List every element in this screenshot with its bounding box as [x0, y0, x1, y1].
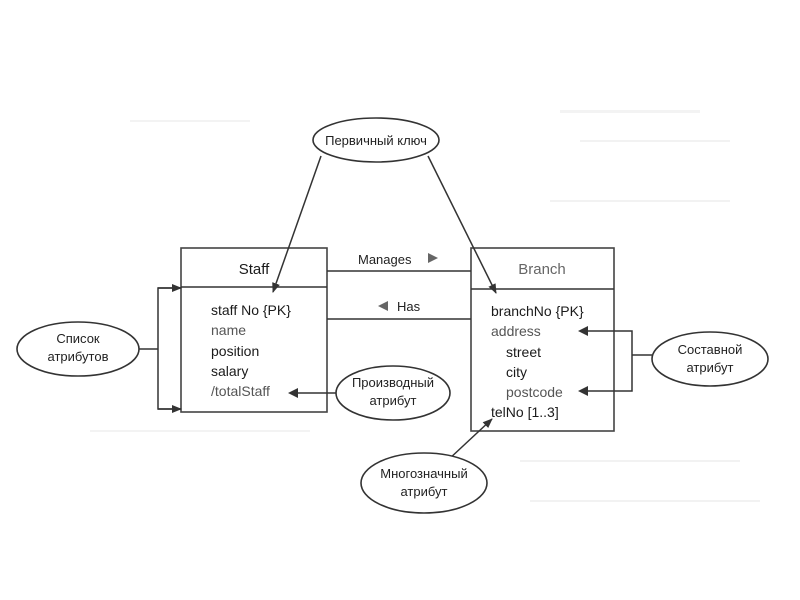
- staff-attr-salary: salary: [211, 363, 248, 379]
- branch-attr-city: city: [506, 364, 527, 380]
- branch-attr-postcode: postcode: [506, 384, 563, 400]
- branch-attr-street: street: [506, 344, 541, 360]
- composite-attribute-label-line2: атрибут: [686, 360, 733, 375]
- has-direction-icon: [378, 301, 388, 311]
- staff-attr-staffno: staff No {PK}: [211, 302, 291, 318]
- derived-attribute-label-line2: атрибут: [369, 393, 416, 408]
- staff-attr-totalstaff: /totalStaff: [211, 383, 270, 399]
- derived-attribute-callout: Производный атрибут: [288, 365, 451, 421]
- primary-key-callout: Первичный ключ: [272, 117, 497, 294]
- attribute-list-label-line1: Список: [56, 331, 100, 346]
- branch-attr-address: address: [491, 323, 541, 339]
- relationship-manages-label: Manages: [358, 252, 412, 267]
- primary-key-label: Первичный ключ: [325, 133, 427, 148]
- branch-entity[interactable]: Branch branchNo {PK} address street city…: [470, 247, 615, 432]
- derived-attribute-label-line1: Производный: [352, 375, 434, 390]
- relationship-has-label: Has: [397, 299, 421, 314]
- staff-entity-name: Staff: [239, 261, 270, 278]
- relationship-has[interactable]: Has: [327, 299, 471, 320]
- branch-attr-branchno: branchNo {PK}: [491, 303, 584, 319]
- staff-entity[interactable]: Staff staff No {PK} name position salary…: [180, 247, 328, 413]
- relationship-manages[interactable]: Manages: [327, 252, 471, 272]
- staff-attr-name: name: [211, 322, 246, 338]
- branch-entity-name: Branch: [518, 261, 566, 278]
- multivalued-attribute-label-line1: Многозначный: [380, 466, 467, 481]
- composite-attribute-label-line1: Составной: [678, 342, 743, 357]
- staff-attr-position: position: [211, 343, 259, 359]
- multivalued-attribute-label-line2: атрибут: [400, 484, 447, 499]
- manages-direction-icon: [428, 253, 438, 263]
- multivalued-attribute-callout: Многозначный атрибут: [360, 418, 493, 514]
- attribute-list-callout: Список атрибутов: [16, 284, 182, 413]
- background-smudges: [90, 110, 760, 502]
- composite-attribute-callout: Составной атрибут: [578, 326, 769, 396]
- attribute-list-label-line2: атрибутов: [48, 349, 109, 364]
- branch-attr-telno: telNo [1..3]: [491, 404, 559, 420]
